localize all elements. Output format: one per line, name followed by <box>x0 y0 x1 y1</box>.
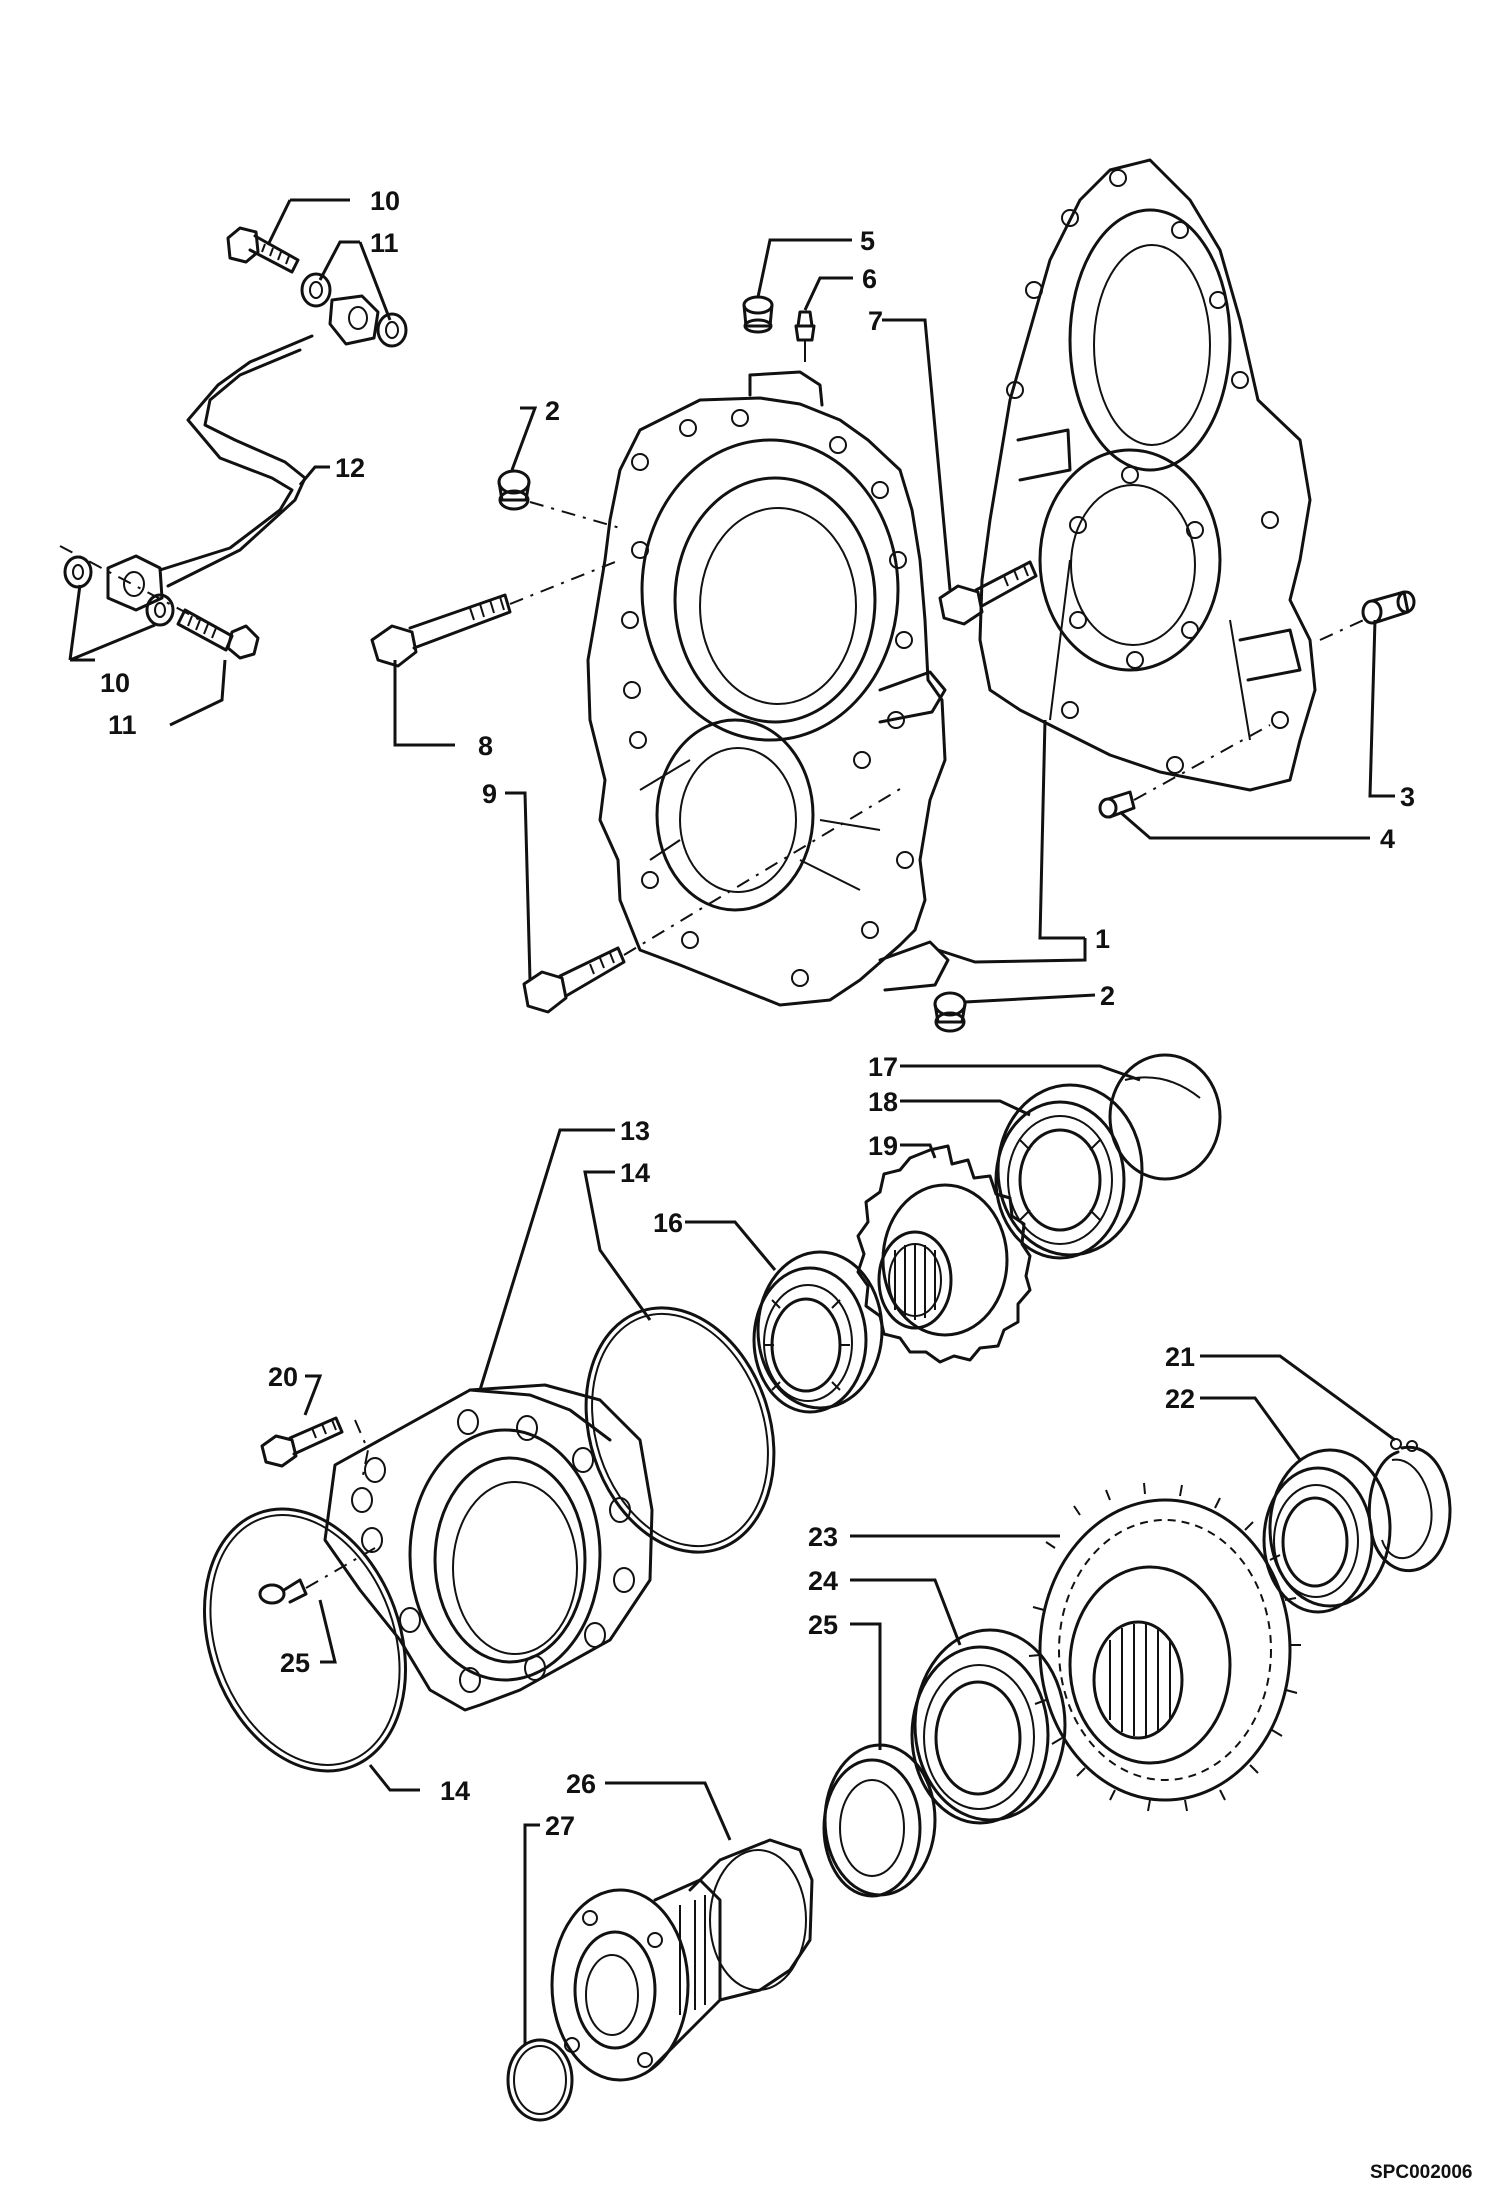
banjo-fitting-lower <box>106 554 164 612</box>
gear-22 <box>1028 1482 1301 1812</box>
callout-1: 1 <box>1095 924 1110 954</box>
callout-11-bottom: 11 <box>108 710 137 740</box>
callout-7: 7 <box>868 306 883 336</box>
bolt-19 <box>260 1416 344 1468</box>
bearing-15 <box>752 1250 884 1414</box>
callout-5: 5 <box>860 226 875 256</box>
callout-10-bottom: 10 <box>100 668 130 698</box>
plug-upper <box>497 469 531 511</box>
banjo-fitting-upper <box>328 294 380 346</box>
o-ring-27 <box>506 2038 574 2122</box>
sealing-washer-lower <box>63 555 175 627</box>
gear-18 <box>856 1144 1032 1364</box>
callout-9: 9 <box>482 779 497 809</box>
callout-10-top: 10 <box>370 186 400 216</box>
stud-bolt-7 <box>938 560 1038 626</box>
callout-2-bottom: 2 <box>1100 981 1115 1011</box>
callout-18: 19 <box>868 1131 898 1161</box>
banjo-bolt-lower <box>176 608 260 660</box>
callout-3: 3 <box>1400 782 1415 812</box>
callout-23: 24 <box>808 1566 838 1596</box>
callout-14-upper: 14 <box>620 1158 650 1188</box>
breather-cap <box>742 295 774 334</box>
callout-15: 16 <box>653 1208 683 1238</box>
callout-22: 23 <box>808 1522 838 1552</box>
front-housing-cover <box>586 370 950 1007</box>
plug-lower <box>933 991 967 1033</box>
callout-19: 20 <box>268 1362 298 1392</box>
callout-6: 6 <box>862 264 877 294</box>
spacer-24 <box>822 1743 937 1898</box>
banjo-bolt-upper <box>226 226 300 274</box>
taper-bearing-17 <box>994 1083 1144 1260</box>
o-ring-14-lower <box>202 1507 408 1773</box>
oil-pipe <box>158 334 314 588</box>
dowel-pin-4 <box>1098 790 1136 819</box>
sealing-washer-upper <box>300 272 408 348</box>
callout-16: 17 <box>868 1052 898 1082</box>
long-bolt-8 <box>370 593 512 668</box>
callout-26: 26 <box>566 1769 596 1799</box>
grease-nipple <box>794 310 816 362</box>
housing-13-bolt-holes <box>351 1409 635 1693</box>
taper-bearing-21 <box>1262 1448 1392 1614</box>
callout-21: 22 <box>1165 1384 1195 1414</box>
housing-bolt-holes <box>1006 169 1289 774</box>
callout-labels: 10 11 12 10 11 2 8 9 5 6 7 3 4 1 2 17 18… <box>100 186 1415 1841</box>
bearing-housing-13 <box>323 1383 654 1712</box>
drawing-code: SPC002006 <box>1370 2162 1472 2183</box>
oil-pipe-assembly <box>59 226 408 660</box>
o-ring-14-upper <box>584 1306 776 1554</box>
callout-25: 25 <box>280 1648 310 1678</box>
callout-13: 13 <box>620 1116 650 1146</box>
callout-20: 21 <box>1165 1342 1195 1372</box>
callout-14-lower: 14 <box>440 1776 470 1806</box>
taper-bearing-23 <box>910 1628 1067 1825</box>
callout-2-top: 2 <box>545 396 560 426</box>
screw-25 <box>258 1578 308 1605</box>
callout-12: 12 <box>335 453 365 483</box>
snap-ring-20 <box>1367 1438 1452 1573</box>
callout-11-top: 11 <box>370 228 399 258</box>
bolt-9 <box>522 946 626 1014</box>
cover-bolt-holes <box>621 409 914 987</box>
callout-17: 18 <box>868 1087 898 1117</box>
callout-24: 25 <box>808 1610 838 1640</box>
flange-shaft-26 <box>550 1838 814 2082</box>
callout-8: 8 <box>478 731 493 761</box>
dowel-pin-3 <box>1361 590 1416 625</box>
rear-housing <box>978 158 1317 792</box>
leader-lines <box>68 198 1396 2045</box>
callout-4: 4 <box>1380 824 1395 854</box>
callout-27: 27 <box>545 1811 575 1841</box>
